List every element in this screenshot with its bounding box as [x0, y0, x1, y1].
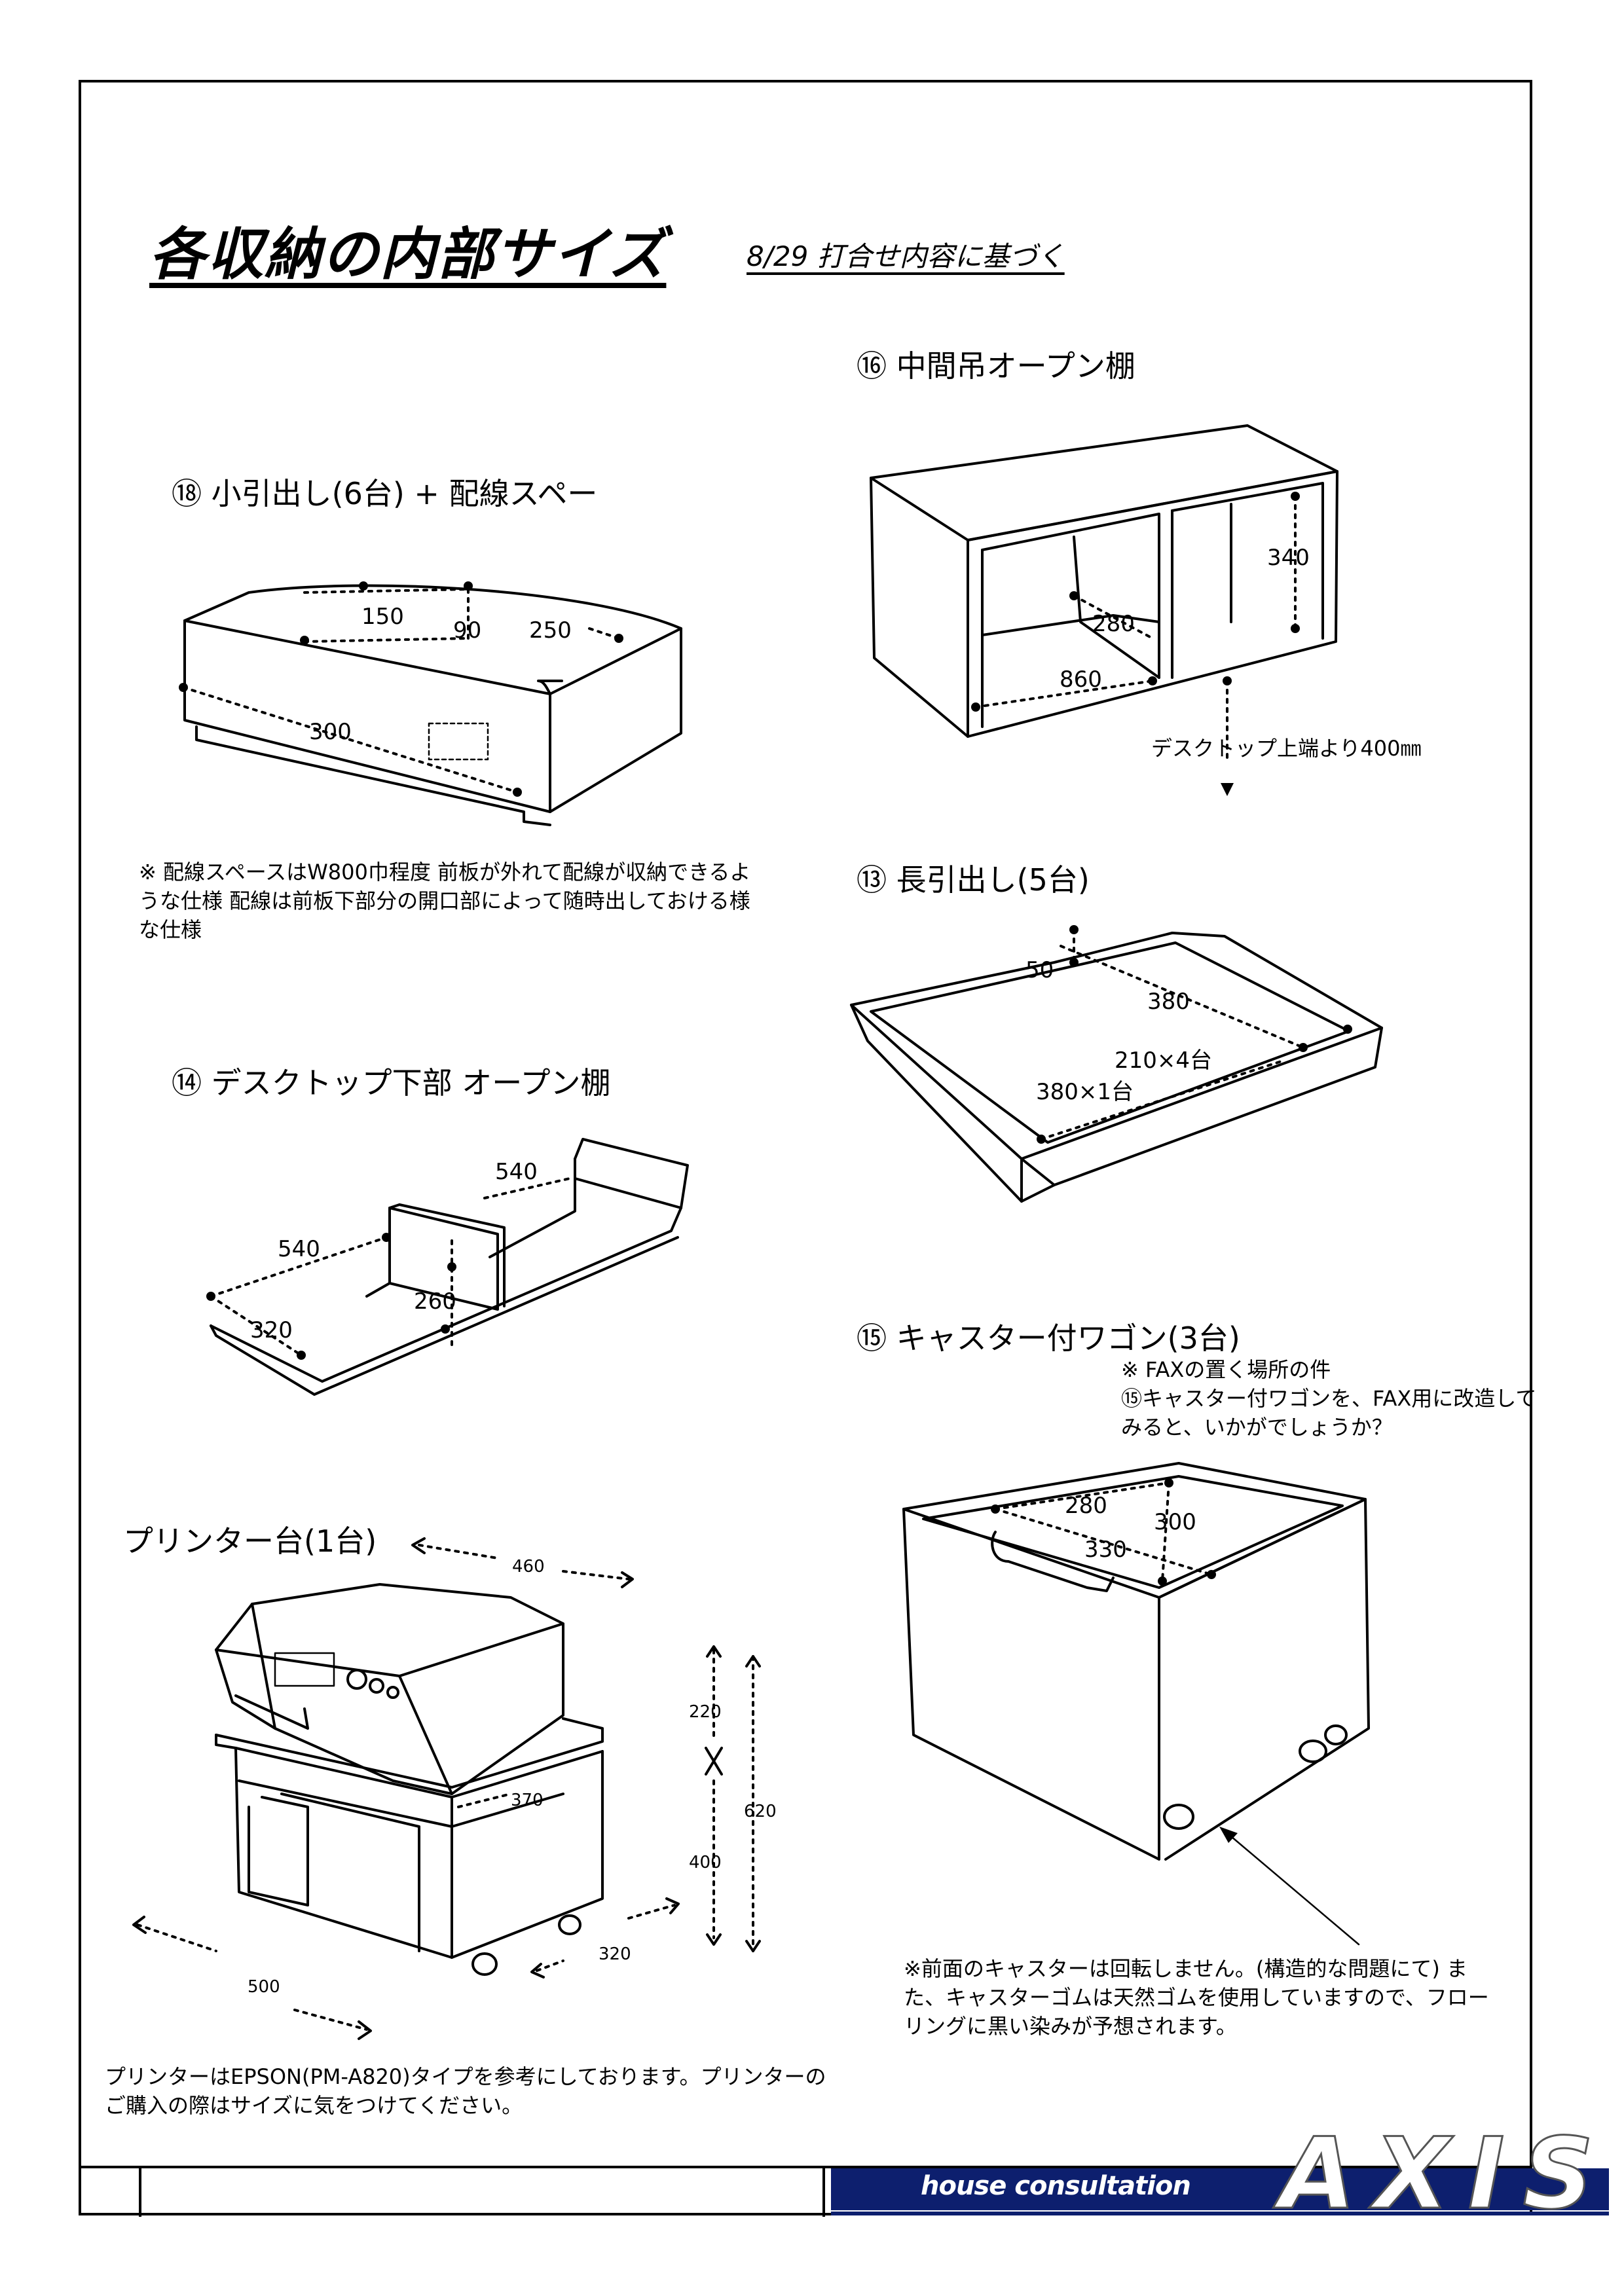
footer-tagline: house consultation: [921, 2171, 1191, 2201]
s13-dim-50: 50: [1025, 957, 1054, 983]
s15-note-bottom: ※前面のキャスターは回転しません。(構造的な問題にて) また、キャスターゴムは天…: [904, 1956, 1489, 2039]
printer-heading: プリンター台(1台): [123, 1523, 377, 1559]
section-15-heading: ⑮ キャスター付ワゴン(3台): [857, 1321, 1240, 1356]
s18-dim-250: 250: [529, 617, 572, 644]
s15-dim-330: 330: [1084, 1537, 1127, 1563]
s16-dim-280: 280: [1092, 611, 1135, 637]
footer-brand-bar: [831, 2168, 1609, 2210]
s14-dim-540-left: 540: [278, 1236, 320, 1262]
printer-dim-320: 320: [599, 1944, 631, 1964]
s15-note-top: ※ FAXの置く場所の件 ⑮キャスター付ワゴンを、FAX用に改造してみると、いか…: [1121, 1357, 1537, 1440]
page-title: 各収納の内部サイズ: [149, 222, 667, 287]
s13-dim-380x1: 380×1台: [1036, 1079, 1134, 1105]
s18-note: ※ 配線スペースはW800巾程度 前板が外れて配線が収納できるような仕様 配線は…: [139, 860, 751, 942]
footer-brand-underline: [831, 2212, 1609, 2215]
printer-dim-620: 620: [744, 1802, 777, 1821]
s16-note: デスクトップ上端より400㎜: [1151, 736, 1422, 761]
footer: house consultation AXIS: [81, 2124, 1609, 2225]
s18-dim-300: 300: [309, 719, 352, 745]
page-subtitle: 8/29 打合せ内容に基づく: [747, 240, 1065, 272]
printer-note: プリンターはEPSON(PM-A820)タイプを参考にしております。プリンターの…: [105, 2064, 826, 2118]
section-18-heading: ⑱ 小引出し(6台) + 配線スペー: [172, 476, 598, 511]
s13-dim-380: 380: [1147, 989, 1190, 1015]
section-14-heading: ⑭ デスクトップ下部 オープン棚: [172, 1065, 611, 1101]
s16-dim-340: 340: [1267, 545, 1310, 571]
s14-dim-540-top: 540: [495, 1159, 538, 1185]
page-frame: [79, 80, 1532, 2215]
s13-dim-210x4: 210×4台: [1115, 1048, 1213, 1074]
s15-dim-300: 300: [1154, 1509, 1196, 1535]
s15-dim-280: 280: [1065, 1493, 1107, 1519]
footer-cell-left: [81, 2168, 141, 2217]
s14-dim-320: 320: [250, 1317, 293, 1343]
printer-dim-220: 220: [689, 1702, 722, 1722]
s14-dim-260: 260: [414, 1288, 456, 1315]
footer-cell-middle: [141, 2168, 825, 2217]
s18-dim-150: 150: [361, 604, 404, 630]
section-13-heading: ⑬ 長引出し(5台): [857, 862, 1090, 898]
printer-dim-400: 400: [689, 1853, 722, 1872]
footer-brand-logo: AXIS: [1279, 2117, 1612, 2231]
s16-dim-860: 860: [1060, 666, 1102, 693]
printer-dim-370: 370: [511, 1791, 544, 1810]
printer-dim-500: 500: [248, 1977, 280, 1997]
section-16-heading: ⑯ 中間吊オープン棚: [857, 348, 1135, 384]
s18-dim-90: 90: [453, 617, 482, 644]
printer-dim-460: 460: [512, 1557, 545, 1576]
